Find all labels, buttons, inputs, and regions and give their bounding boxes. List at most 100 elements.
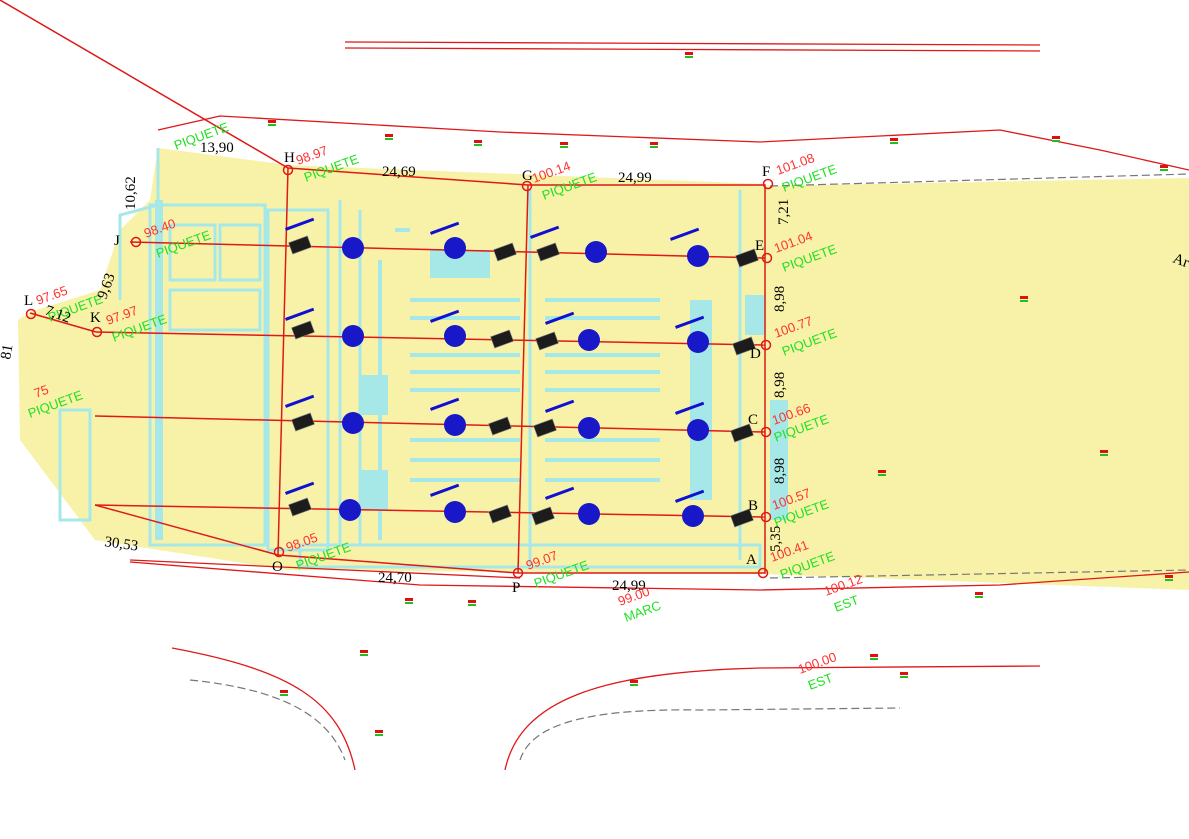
point-letter-P: P: [512, 580, 520, 596]
fixture: [730, 423, 754, 443]
marker-E: [761, 252, 773, 264]
tiny-mark: [1165, 575, 1173, 581]
fixture-annotations: [284, 217, 705, 503]
fixture: [291, 320, 315, 340]
tiny-mark: [900, 672, 908, 678]
luminaire: [687, 419, 709, 441]
luminaires: [339, 237, 709, 527]
fixture: [531, 506, 555, 526]
tiny-mark: [630, 680, 638, 686]
cut-off-label: Ar: [1171, 251, 1189, 271]
fixture: [535, 331, 559, 351]
fixture: [735, 248, 759, 268]
road-dashed-lines: [189, 173, 1189, 761]
tiny-mark: [375, 730, 383, 736]
luminaire: [342, 325, 364, 347]
point-letter-L: L: [24, 293, 33, 309]
dim-label: 13,90: [200, 140, 234, 156]
marker-F: [762, 178, 774, 190]
point-letter-G: G: [522, 168, 533, 184]
marker-P: [512, 567, 524, 579]
fixture: [493, 242, 517, 262]
marker-L: [25, 308, 37, 320]
marker-J: [130, 236, 142, 248]
luminaire: [578, 329, 600, 351]
tiny-mark: [280, 690, 288, 696]
point-letter-H: H: [284, 150, 295, 166]
fixture: [533, 418, 557, 438]
point-letter-A: A: [746, 552, 757, 568]
luminaire: [578, 417, 600, 439]
luminaire: [687, 331, 709, 353]
tiny-mark: [360, 650, 368, 656]
dim-label: 81: [0, 343, 17, 361]
benchmark-elev: 100.00: [796, 649, 838, 677]
luminaire: [342, 237, 364, 259]
dim-label: 8,98: [772, 458, 788, 484]
tiny-mark: [878, 470, 886, 476]
benchmark-label: EST: [832, 592, 861, 615]
point-letter-J: J: [114, 233, 120, 249]
point-letter-E: E: [755, 238, 764, 254]
dim-label: 30,53: [103, 534, 139, 555]
fixture: [288, 497, 312, 517]
tiny-mark: [890, 138, 898, 144]
survey-markers: [25, 164, 774, 579]
tiny-mark: [268, 120, 276, 126]
point-letter-B: B: [748, 498, 758, 514]
luminaire: [339, 499, 361, 521]
luminaire: [342, 412, 364, 434]
tiny-mark: [870, 654, 878, 660]
tiny-mark: [975, 592, 983, 598]
luminaire: [682, 505, 704, 527]
luminaire: [578, 503, 600, 525]
partial-elev-left: 75: [32, 382, 51, 401]
lot-area-right: [762, 178, 1189, 590]
fixture: [732, 336, 756, 356]
tiny-mark: [1020, 296, 1028, 302]
tiny-mark: [385, 134, 393, 140]
tiny-mark: [405, 598, 413, 604]
benchmark-label: EST: [806, 670, 835, 693]
luminaire: [444, 237, 466, 259]
marker-B: [760, 511, 772, 523]
tiny-mark: [560, 142, 568, 148]
marker-G: [521, 180, 533, 192]
luminaire: [444, 501, 466, 523]
dim-label: 24,99: [612, 578, 646, 594]
luminaire: [585, 241, 607, 263]
tiny-mark: [1052, 136, 1060, 142]
fixture: [488, 416, 512, 436]
building-footprint: [18, 148, 765, 574]
fixture: [291, 412, 315, 432]
dim-label: 24,99: [618, 170, 652, 186]
luminaire: [444, 414, 466, 436]
dim-label: 10,62: [123, 176, 139, 210]
dim-label: 24,69: [382, 164, 416, 180]
point-letter-O: O: [272, 559, 283, 575]
marker-D: [760, 339, 772, 351]
tiny-mark: [1100, 450, 1108, 456]
tiny-mark: [1160, 165, 1168, 171]
point-letter-F: F: [762, 164, 770, 180]
marker-C: [760, 426, 772, 438]
luminaire: [444, 325, 466, 347]
point-letter-D: D: [750, 346, 761, 362]
fixtures: [288, 235, 759, 528]
tiny-mark: [474, 140, 482, 146]
fixture: [536, 242, 560, 262]
fixture: [488, 504, 512, 524]
point-letter-K: K: [90, 310, 101, 326]
luminaire: [687, 245, 709, 267]
point-letters: A B C D E F G H J K L O P: [24, 150, 770, 596]
tiny-survey-marks: [268, 52, 1173, 736]
marker-A: [757, 567, 769, 579]
dim-label: 8,98: [772, 286, 788, 312]
fixture: [288, 235, 312, 255]
marker-H: [282, 164, 294, 176]
dim-label: 8,98: [772, 372, 788, 398]
tiny-mark: [685, 52, 693, 58]
property-boundary: [0, 0, 766, 574]
fixture: [490, 329, 514, 349]
